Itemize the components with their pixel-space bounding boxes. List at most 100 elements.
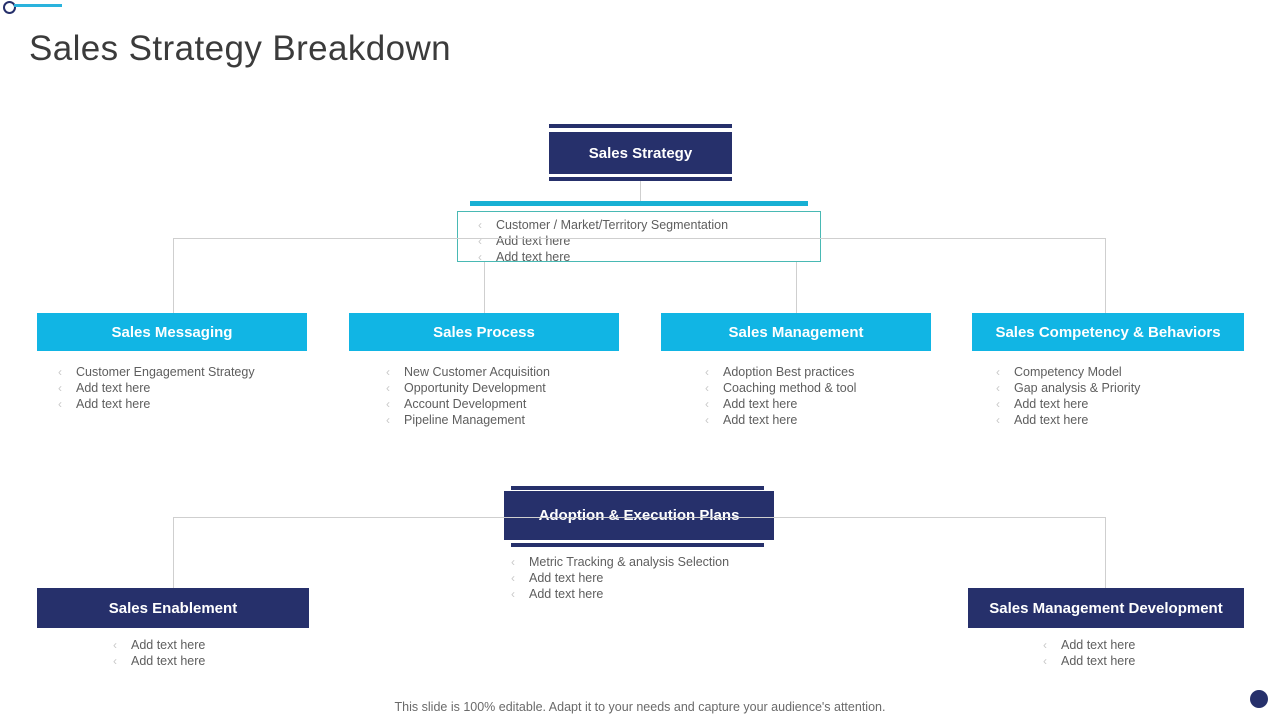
bullet-item: ‹ Customer / Market/Territory Segmentatio… [478,217,728,233]
connector-plan-bus [173,517,1105,518]
branch-header-sales-management[interactable]: Sales Management [661,313,931,351]
bullet-item: ‹ Add text here [1043,653,1135,669]
bullet-label: Add text here [723,413,798,427]
bullet-item: ‹Gap analysis & Priority [996,380,1140,396]
bullet-item: ‹ Add text here [1043,637,1135,653]
bullet-label: New Customer Acquisition [404,365,550,379]
bullet-item: ‹ Customer Engagement Strategy [58,364,255,380]
page-title: Sales Strategy Breakdown [29,29,452,68]
bullet-label: Add text here [723,397,798,411]
plan-child-label: Sales Enablement [108,599,238,617]
plan-child-list-sales-management-development: ‹ Add text here ‹ Add text here [1043,637,1135,669]
bullet-marker-icon: ‹ [478,234,482,248]
bullet-label: Add text here [496,234,571,248]
bullet-item: ‹Add text here [511,570,729,586]
connector-branch-bus [173,238,1105,239]
bullet-marker-icon: ‹ [386,365,390,379]
bullet-item: ‹ Add text here [113,637,205,653]
root-detail-list: ‹ Customer / Market/Territory Segmentatio… [478,217,728,265]
bullet-label: Add text here [496,250,571,264]
bullet-item: ‹Add text here [113,653,205,669]
bullet-item: ‹ Add text here [58,380,255,396]
connector-branch-1 [173,238,174,313]
plan-child-box-sales-management-development[interactable]: Sales Management Development [968,588,1244,628]
bullet-label: Add text here [1061,638,1136,652]
bullet-label: Customer / Market/Territory Segmentation [496,218,729,232]
bullet-marker-icon: ‹ [386,413,390,427]
bullet-label: Add text here [1061,654,1136,668]
bullet-marker-icon: ‹ [58,365,62,379]
bullet-label: Metric Tracking & analysis Selection [529,555,730,569]
bullet-item: ‹ Add text here [478,249,728,265]
bullet-label: Pipeline Management [404,413,525,427]
plan-node-box[interactable]: Adoption & Execution Plans [504,491,774,540]
plan-detail-list: ‹ Metric Tracking & analysis Selection‹Ad… [511,554,729,602]
branch-label: Sales Process [433,323,535,341]
bullet-item: ‹ Add text here [705,396,856,412]
bullet-marker-icon: ‹ [386,381,390,395]
bullet-marker-icon: ‹ [705,397,709,411]
bullet-label: Opportunity Development [404,381,546,395]
bullet-label: Adoption Best practices [723,365,855,379]
root-detail-box [457,211,821,262]
bullet-item: ‹ Add text here [478,233,728,249]
branch-label: Sales Management [728,323,864,341]
branch-header-sales-process[interactable]: Sales Process [349,313,619,351]
bullet-marker-icon: ‹ [113,638,117,652]
bullet-item: ‹Add text here [705,412,856,428]
bullet-item: ‹Add text here [996,412,1140,428]
bullet-label: Customer Engagement Strategy [76,365,255,379]
bullet-marker-icon: ‹ [478,218,482,232]
bottom-right-dot-decoration [1250,690,1268,708]
branch-header-sales-messaging[interactable]: Sales Messaging [37,313,307,351]
bullet-item: ‹ New Customer Acquisition [386,364,550,380]
connector-plan-child-2 [1105,517,1106,588]
circle-outline-icon [3,1,16,14]
bullet-marker-icon: ‹ [996,397,1000,411]
branch-list-sales-messaging: ‹ Customer Engagement Strategy ‹ Add text h… [58,364,255,412]
bullet-item: ‹ Adoption Best practices [705,364,856,380]
plan-child-box-sales-enablement[interactable]: Sales Enablement [37,588,309,628]
bullet-marker-icon: ‹ [58,381,62,395]
bullet-label: Add text here [529,571,604,585]
top-left-decoration [0,0,120,16]
root-node-box[interactable]: Sales Strategy [549,132,732,174]
bullet-item: ‹ Add text here [996,396,1140,412]
plan-child-list-sales-enablement: ‹Add text here‹Add text here [113,637,205,669]
bullet-marker-icon: ‹ [1043,638,1047,652]
bullet-marker-icon: ‹ [58,397,62,411]
bullet-label: Add text here [131,638,206,652]
bullet-label: Gap analysis & Priority [1014,381,1141,395]
bullet-label: Coaching method & tool [723,381,857,395]
bullet-item: ‹ Metric Tracking & analysis Selection [511,554,729,570]
root-rule-bottom [549,177,732,181]
root-rule-top [549,124,732,128]
bullet-item: ‹Competency Model [996,364,1140,380]
connector-plan-child-1 [173,517,174,588]
connector-branch-3 [796,262,797,313]
bullet-label: Add text here [1014,397,1089,411]
branch-header-sales-competency[interactable]: Sales Competency & Behaviors [972,313,1244,351]
bullet-marker-icon: ‹ [705,381,709,395]
accent-line [14,4,62,7]
bullet-marker-icon: ‹ [113,654,117,668]
bullet-marker-icon: ‹ [511,555,515,569]
bullet-item: ‹ Pipeline Management [386,412,550,428]
bullet-marker-icon: ‹ [1043,654,1047,668]
bullet-label: Add text here [76,381,151,395]
root-node-label: Sales Strategy [588,144,693,162]
plan-rule-bottom [511,543,764,547]
bullet-marker-icon: ‹ [996,413,1000,427]
plan-child-label: Sales Management Development [989,599,1223,617]
footer-note: This slide is 100% editable. Adapt it to… [394,700,886,714]
bullet-label: Add text here [76,397,151,411]
bullet-marker-icon: ‹ [478,250,482,264]
bullet-label: Competency Model [1014,365,1122,379]
bullet-marker-icon: ‹ [386,397,390,411]
bullet-item: ‹ Add text here [58,396,255,412]
bullet-marker-icon: ‹ [705,365,709,379]
connector-branch-2 [484,262,485,313]
bullet-item: ‹ Opportunity Development [386,380,550,396]
branch-label: Sales Messaging [111,323,233,341]
branch-label: Sales Competency & Behaviors [995,323,1221,341]
